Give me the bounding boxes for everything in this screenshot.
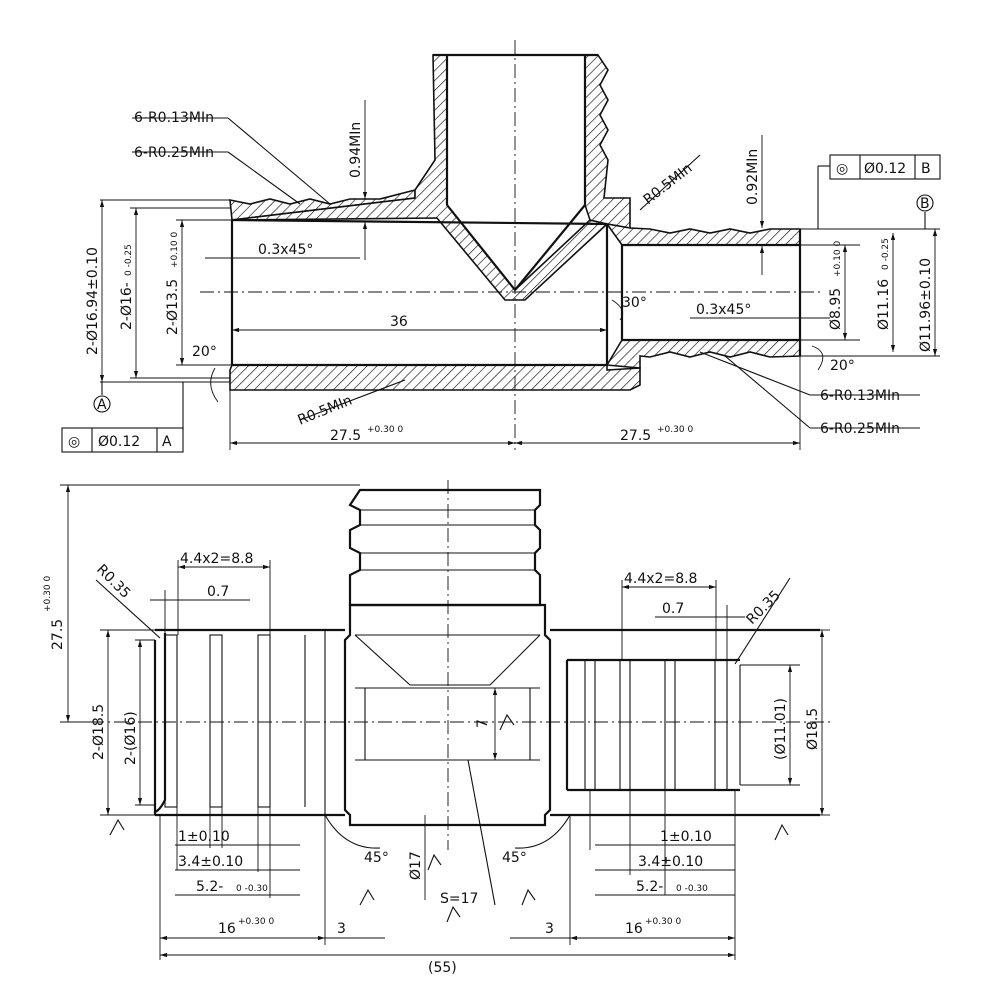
label-dia-185-left: 2-Ø18.5 bbox=[91, 704, 107, 760]
label-len-275-left-tol: +0.30 0 bbox=[367, 425, 403, 435]
label-d52-left-tol: 0 -0.30 bbox=[236, 884, 268, 894]
label-dia-1694: 2-Ø16.94±0.10 bbox=[85, 247, 101, 355]
label-len-275-right-tol: +0.30 0 bbox=[657, 425, 693, 435]
label-dia-135-tol: +0.10 0 bbox=[170, 232, 180, 268]
label-gap3-left: 3 bbox=[337, 921, 346, 937]
label-d34-right: 3.4±0.10 bbox=[638, 854, 703, 870]
front-left-tube bbox=[154, 633, 167, 814]
label-overall-55: (55) bbox=[428, 960, 457, 976]
top-branch-wall-right bbox=[584, 54, 631, 229]
label-angle45-left: 45° bbox=[364, 850, 389, 866]
tol-a-symbol: ◎ bbox=[68, 434, 80, 450]
tol-b-value: Ø0.12 bbox=[864, 161, 906, 177]
label-wall-092: 0.92MIn bbox=[745, 149, 761, 205]
label-d52-right: 5.2- bbox=[636, 879, 663, 895]
label-dia-17: Ø17 bbox=[408, 851, 424, 880]
label-6-r025-left: 6-R0.25MIn bbox=[134, 145, 214, 161]
label-dia-1116-tol: 0 -0.25 bbox=[881, 238, 891, 270]
label-6-r013-left: 6-R0.13MIn bbox=[134, 110, 214, 126]
label-d52-left: 5.2- bbox=[196, 879, 223, 895]
label-chamfer-left: 0.3x45° bbox=[258, 242, 313, 258]
label-dia-1101: (Ø11.01) bbox=[773, 698, 789, 760]
tol-b-datum: B bbox=[921, 161, 931, 177]
label-dia-16-left: 2-(Ø16) bbox=[123, 711, 139, 765]
datum-a-letter: A bbox=[97, 397, 107, 413]
label-height-275-tol: +0.30 0 bbox=[43, 576, 53, 612]
label-angle-20-right: 20° bbox=[830, 358, 855, 374]
label-angle-20-left: 20° bbox=[192, 344, 217, 360]
label-r05-top: R0.5MIn bbox=[641, 160, 696, 208]
top-wall-lower-right bbox=[605, 339, 801, 369]
front-branch-outline bbox=[348, 488, 542, 607]
label-dia-895: Ø8.95 bbox=[828, 288, 844, 330]
front-view: 27.5 +0.30 0 R0.35 4.4x2=8.8 0.7 4.4x2=8… bbox=[43, 480, 830, 976]
top-wall-upper-right bbox=[605, 222, 801, 246]
label-6-r025-right: 6-R0.25MIn bbox=[820, 421, 900, 437]
label-r035-right: R0.35 bbox=[744, 588, 784, 628]
top-section-view: 6-R0.13MIn 6-R0.25MIn 0.94MIn R0.5MIn 0.… bbox=[61, 40, 941, 453]
label-angle-30: 30° bbox=[622, 295, 647, 311]
label-w07-right: 0.7 bbox=[662, 601, 684, 617]
label-d1-right: 1±0.10 bbox=[660, 829, 712, 845]
label-6-r013-right: 6-R0.13MIn bbox=[820, 388, 900, 404]
label-dia-1196: Ø11.96±0.10 bbox=[918, 258, 934, 352]
label-height-275: 27.5 bbox=[50, 619, 66, 650]
label-pitch-left: 4.4x2=8.8 bbox=[180, 551, 253, 567]
label-w07-left: 0.7 bbox=[207, 584, 229, 600]
datum-b-letter: B bbox=[920, 196, 930, 212]
label-chamfer-right: 0.3x45° bbox=[696, 302, 751, 318]
tol-a-datum: A bbox=[162, 434, 172, 450]
label-angle45-right: 45° bbox=[502, 850, 527, 866]
label-dim-7: 7 bbox=[475, 719, 491, 728]
tol-a-value: Ø0.12 bbox=[98, 434, 140, 450]
label-d16-left: 16 bbox=[218, 921, 236, 937]
label-r05-bottom: R0.5MIn bbox=[296, 392, 355, 428]
top-branch-wall-left bbox=[231, 54, 609, 301]
label-len-275-right: 27.5 bbox=[620, 428, 651, 444]
label-dia-16: 2-Ø16- bbox=[119, 282, 135, 330]
label-wall-094: 0.94MIn bbox=[348, 122, 364, 178]
label-d1-left: 1±0.10 bbox=[178, 829, 230, 845]
label-dia-1116: Ø11.16 bbox=[876, 279, 892, 330]
label-gap3-right: 3 bbox=[545, 921, 554, 937]
label-s17: S=17 bbox=[440, 891, 478, 907]
label-d16-right: 16 bbox=[625, 921, 643, 937]
label-d16-right-tol: +0.30 0 bbox=[645, 917, 681, 927]
label-d16-left-tol: +0.30 0 bbox=[238, 917, 274, 927]
top-wall-lower-left bbox=[229, 364, 641, 391]
label-dia-16-tol: 0 -0.25 bbox=[124, 244, 134, 276]
label-dia-135: 2-Ø13.5 bbox=[165, 279, 181, 335]
label-dia-185-right: Ø18.5 bbox=[805, 708, 821, 750]
front-body-outline bbox=[343, 603, 552, 827]
label-d52-right-tol: 0 -0.30 bbox=[676, 884, 708, 894]
label-dia-895-tol: +0.10 0 bbox=[833, 241, 843, 277]
label-d34-left: 3.4±0.10 bbox=[178, 854, 243, 870]
label-pitch-right: 4.4x2=8.8 bbox=[624, 571, 697, 587]
label-len-275-left: 27.5 bbox=[330, 428, 361, 444]
tol-b-symbol: ◎ bbox=[836, 161, 848, 177]
label-len-36: 36 bbox=[390, 314, 408, 330]
